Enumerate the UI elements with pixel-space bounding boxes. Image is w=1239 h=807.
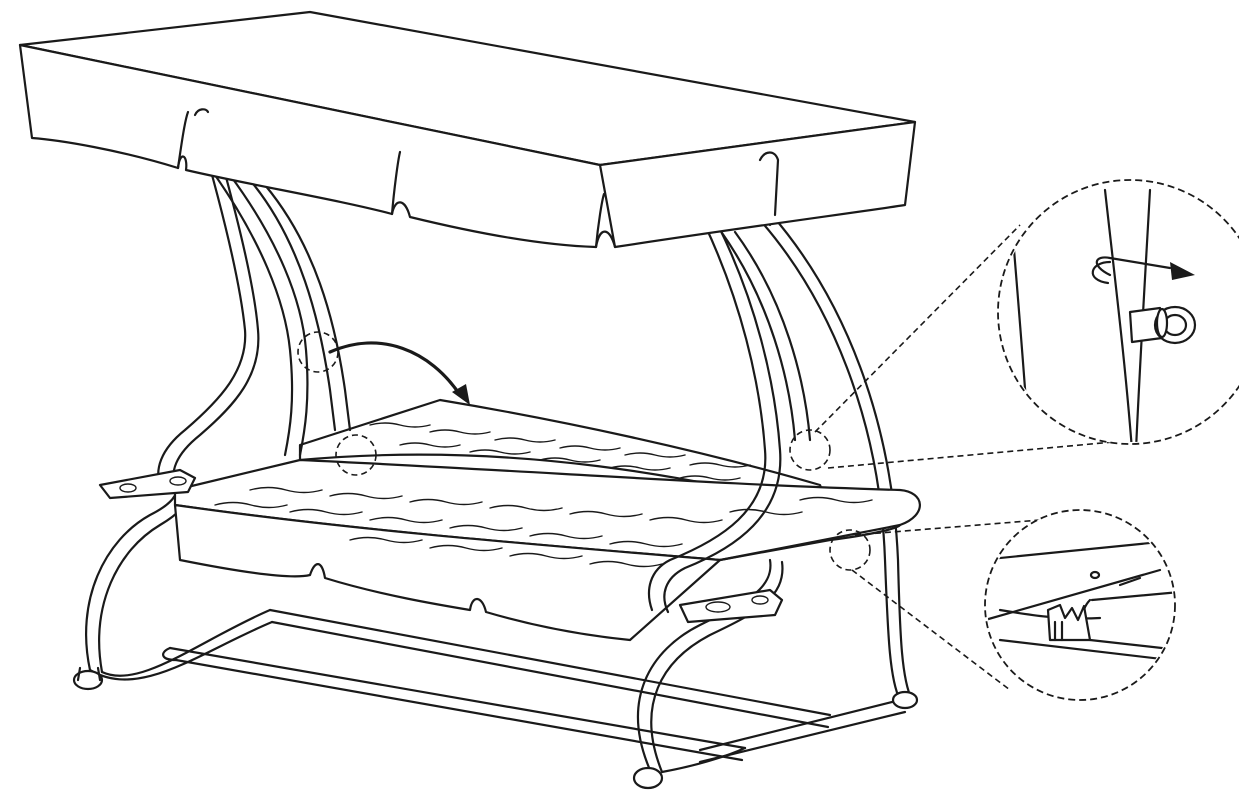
arrow-head xyxy=(452,384,470,405)
move-arrow xyxy=(328,341,470,405)
canopy-frame-ends xyxy=(193,108,780,217)
right-rear-foot-cap xyxy=(891,690,919,710)
right-front-foot-cap xyxy=(632,766,664,790)
marker-pin-target xyxy=(335,434,377,476)
callout-leaders xyxy=(814,224,1136,691)
marker-pin-origin xyxy=(297,331,339,373)
bracket-hook xyxy=(1046,603,1092,642)
callout-pin-and-clip xyxy=(997,179,1239,445)
clip-arrow xyxy=(1170,262,1195,280)
right-hanger-arm xyxy=(648,213,812,624)
base-frame xyxy=(162,608,907,764)
right-frame-leg xyxy=(632,213,919,790)
left-hanger-arm xyxy=(98,110,352,500)
seat-cushion xyxy=(173,458,921,642)
right-cup-holder xyxy=(678,588,784,624)
marker-pin-detail xyxy=(789,429,831,471)
marker-bracket-detail xyxy=(829,529,871,571)
left-foot-cap xyxy=(72,669,104,691)
canopy xyxy=(18,10,917,249)
detail-markers xyxy=(297,331,871,571)
callout-seat-bracket xyxy=(984,509,1176,701)
